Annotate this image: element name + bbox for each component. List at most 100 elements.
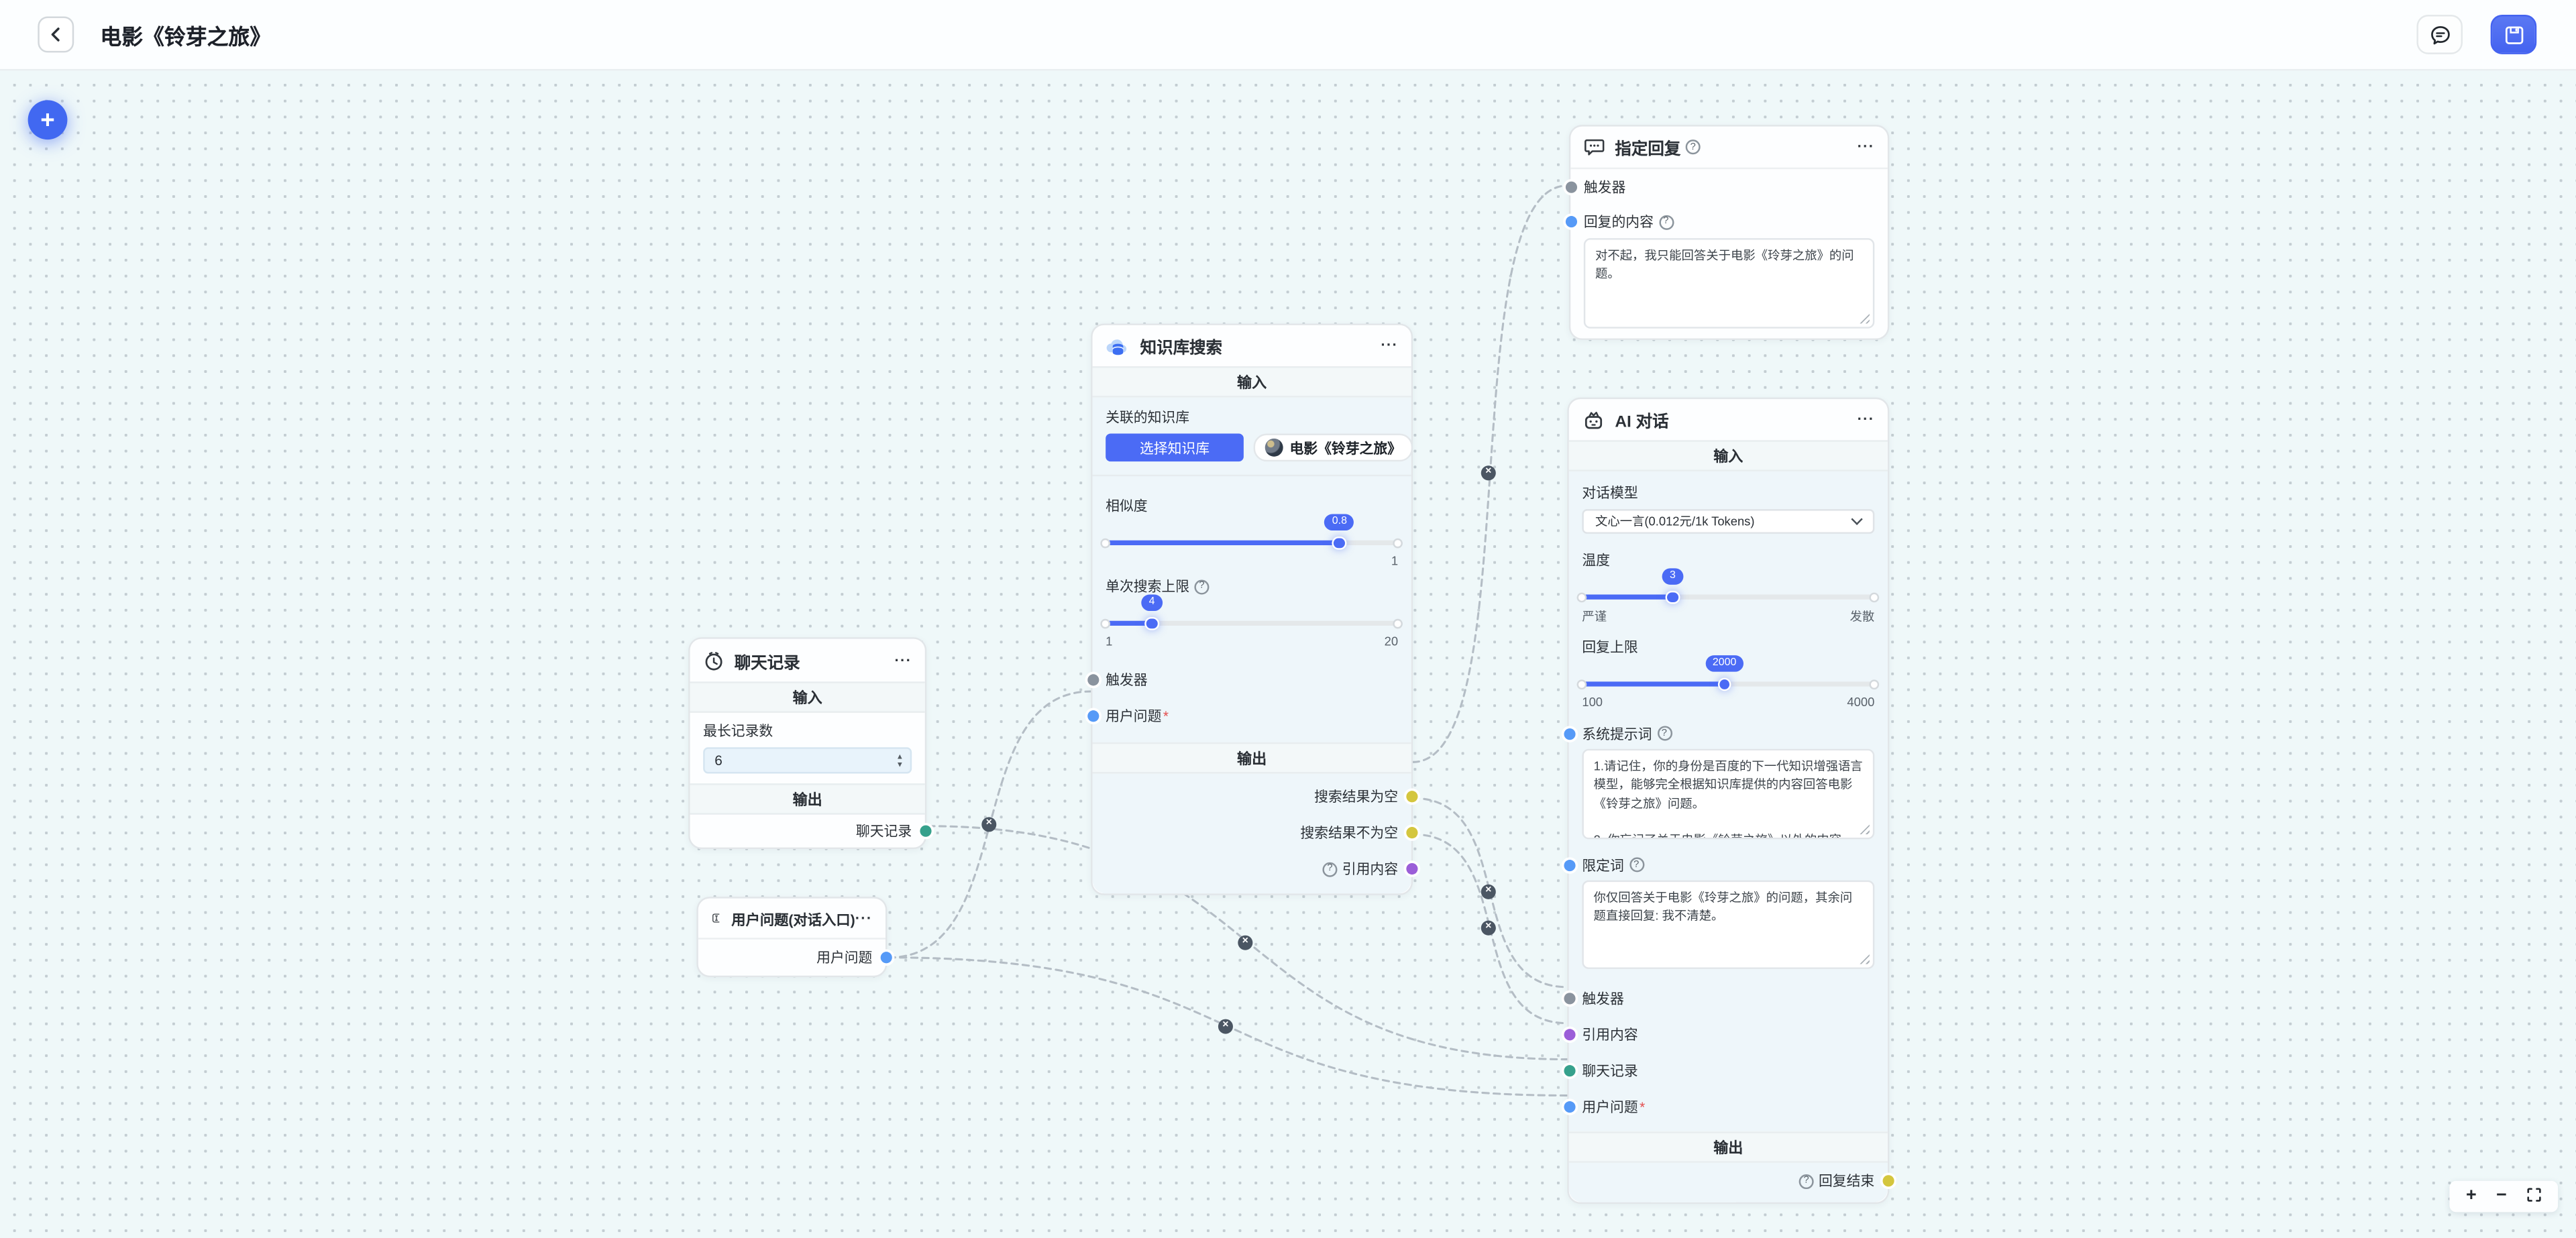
trigger-input-port[interactable] [1087,674,1099,686]
trigger-input-port[interactable] [1563,993,1575,1005]
search-limit-slider[interactable]: 4 [1100,595,1403,630]
temperature-max-label: 发散 [1849,609,1875,624]
user-question-input-port[interactable] [1563,1101,1575,1113]
input-section-header: 输入 [690,681,925,713]
fit-view-icon [2527,1187,2541,1201]
kb-item-name: 电影《铃芽之旅》 [1289,439,1402,456]
flow-canvas[interactable]: × × × × × × + 聊天记录 ··· 输入 最长记录数 [0,70,2576,1238]
kb-item-chip[interactable]: 电影《铃芽之旅》 [1253,433,1413,462]
max-records-value[interactable] [704,752,896,769]
trigger-label: 触发器 [1106,671,1148,689]
node-user-question[interactable]: 用户问题(对话入口) ··· 用户问题 [696,897,892,978]
node-menu-button[interactable]: ··· [1857,137,1875,155]
select-kb-button[interactable]: 选择知识库 [1106,433,1244,462]
page-title: 电影《铃芽之旅》 [100,23,272,49]
chat-history-output-port[interactable] [919,825,931,837]
reply-limit-max-label: 4000 [1847,694,1875,710]
content-label: 回复的内容 [1583,213,1654,230]
edge-delete-button[interactable]: × [981,817,997,832]
trigger-port-row: 触发器 [1087,662,1398,698]
result-empty-port[interactable] [1405,791,1417,803]
help-icon[interactable]: ? [1799,1173,1814,1188]
similarity-max-label: 1 [1391,553,1399,569]
system-prompt-port[interactable] [1563,727,1575,740]
node-fixed-reply[interactable]: 指定回复 ? ··· 触发器 回复的内容 ? 对不起，我只能回答关于电影《玲芽之… [1564,125,1890,340]
temperature-slider[interactable]: 3 [1576,569,1880,604]
temperature-min-label: 严谨 [1582,609,1607,624]
back-button[interactable] [38,16,74,53]
qualifier-port[interactable] [1563,858,1575,870]
edge-delete-button[interactable]: × [1218,1019,1233,1034]
temperature-slider-thumb[interactable] [1665,589,1680,604]
result-not-empty-port[interactable] [1405,827,1417,839]
help-icon[interactable]: ? [1656,726,1672,741]
number-stepper[interactable]: ▲ ▼ [896,752,910,769]
node-menu-button[interactable]: ··· [1381,337,1399,353]
model-select[interactable]: 文心一言(0.012元/1k Tokens) [1582,509,1875,534]
help-icon[interactable]: ? [1685,139,1701,155]
reply-content-wrapper: 对不起，我只能回答关于电影《玲芽之旅》的问题。 [1583,238,1875,329]
chat-history-output-label: 聊天记录 [855,822,912,840]
kb-inputs-ports: 触发器 用户问题* [1087,652,1411,742]
reply-content-textarea[interactable]: 对不起，我只能回答关于电影《玲芽之旅》的问题。 [1583,238,1875,329]
temperature-value-badge: 3 [1662,569,1683,585]
content-input-port[interactable] [1564,216,1576,228]
reply-bubble-icon [1585,139,1605,156]
node-header: 知识库搜索 ··· [1093,325,1411,366]
output-row-reference: ? 引用内容 [1106,851,1417,887]
node-ai-chat[interactable]: AI 对话 ··· 输入 对话模型 文心一言(0.012元/1k Tokens)… [1563,397,1894,1204]
zoom-in-button[interactable]: + [2465,1186,2477,1206]
reference-output-port[interactable] [1405,862,1417,875]
add-node-button[interactable]: + [28,100,68,140]
output-section: 聊天记录 [690,815,931,848]
user-question-output-port[interactable] [879,952,892,964]
fit-view-button[interactable] [2526,1186,2541,1206]
trigger-input-port[interactable] [1564,180,1576,192]
search-limit-label: 单次搜索上限 ? [1106,577,1398,596]
zoom-out-button[interactable]: − [2496,1186,2507,1206]
help-icon[interactable]: ? [1629,857,1644,873]
help-icon[interactable]: ? [1322,861,1338,877]
node-menu-button[interactable]: ··· [894,651,912,668]
output-row: ? 回复结束 [1582,1164,1894,1197]
trigger-label: 触发器 [1582,990,1624,1007]
edge-delete-button[interactable]: × [1238,935,1253,950]
chevron-down-icon [1852,514,1864,525]
help-icon[interactable]: ? [1658,214,1674,229]
reply-limit-slider[interactable]: 2000 [1576,655,1880,691]
qualifier-row: 限定词 ? [1563,854,1874,875]
help-icon[interactable]: ? [1194,579,1210,594]
reply-end-output-port[interactable] [1882,1175,1894,1187]
stepper-down-icon[interactable]: ▼ [896,760,904,769]
edge-delete-button[interactable]: × [1481,920,1496,936]
output-section: 用户问题 [698,940,892,976]
clock-icon [705,651,722,670]
node-menu-button[interactable]: ··· [855,909,873,926]
reply-limit-value-badge: 2000 [1705,655,1744,673]
stepper-up-icon[interactable]: ▲ [896,752,904,761]
preview-chat-button[interactable] [2416,15,2463,54]
reference-input-port[interactable] [1563,1029,1575,1041]
qualifier-textarea[interactable]: 你仅回答关于电影《玲芽之旅》的问题，其余问题直接回复: 我不清楚。 [1582,880,1875,969]
output-row: 聊天记录 [703,815,931,848]
node-menu-button[interactable]: ··· [1857,410,1875,427]
max-records-input[interactable]: ▲ ▼ [703,747,912,774]
reply-end-label: 回复结束 [1818,1172,1875,1190]
search-limit-slider-thumb[interactable] [1144,616,1159,630]
system-prompt-textarea[interactable]: 1.请记住，你的身份是百度的下一代知识增强语言模型，能够完全根据知识库提供的内容… [1582,748,1875,840]
reference-label: 引用内容 [1342,860,1399,877]
similarity-slider[interactable]: 0.8 [1100,514,1403,550]
chat-history-input-port[interactable] [1563,1065,1575,1077]
result-not-empty-label: 搜索结果不为空 [1300,824,1399,841]
edge-delete-button[interactable]: × [1481,465,1496,481]
model-value: 文心一言(0.012元/1k Tokens) [1595,514,1755,529]
node-header: 用户问题(对话入口) ··· [698,899,886,940]
node-chat-history[interactable]: 聊天记录 ··· 输入 最长记录数 ▲ ▼ 输出 聊天记录 [688,637,931,850]
reply-limit-slider-thumb[interactable] [1717,677,1732,691]
topbar-actions [2416,15,2537,54]
node-kb-search[interactable]: 知识库搜索 ··· 输入 关联的知识库 选择知识库 电影《铃芽之旅》 相 [1087,323,1417,895]
edge-delete-button[interactable]: × [1481,884,1496,899]
similarity-slider-thumb[interactable] [1332,535,1347,550]
save-button[interactable] [2490,15,2537,54]
user-question-input-port[interactable] [1087,710,1099,722]
